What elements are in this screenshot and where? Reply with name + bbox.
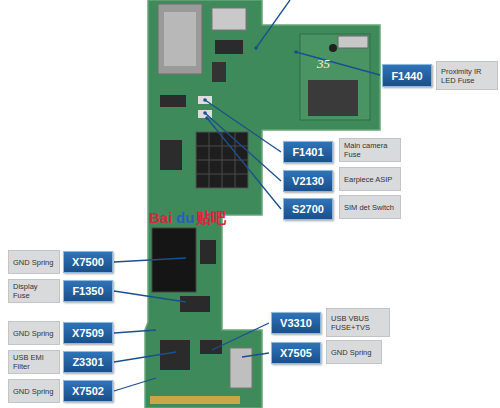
part-description: GND Spring: [13, 387, 55, 396]
component: [200, 240, 216, 264]
contact-strip: [150, 396, 240, 404]
callout-code: S2700: [288, 203, 328, 215]
leader-line: [114, 291, 186, 302]
usb-connector: [230, 348, 252, 388]
component: [212, 62, 226, 82]
part-description: Main camera Fuse: [344, 141, 396, 159]
watermark: du: [176, 209, 194, 226]
part-description: Display Fuse: [13, 282, 55, 300]
board-marking: 35: [317, 56, 330, 71]
callout-code: X7500: [68, 256, 108, 268]
description-box: GND Spring: [8, 379, 60, 403]
part-description: GND Spring: [331, 348, 377, 357]
sensor: [329, 44, 337, 52]
camera-module: [308, 80, 358, 116]
leader-line: [114, 378, 156, 391]
callout-code: Z3301: [68, 356, 108, 368]
callout-code: F1440: [387, 70, 427, 82]
part-description: Earpiece ASIP: [344, 175, 396, 184]
description-box: Display Fuse: [8, 279, 60, 303]
callout-code-box: X7505: [271, 342, 321, 364]
watermark-holder: du: [176, 209, 194, 227]
shield-grid: [196, 132, 248, 188]
point-marker: [203, 98, 207, 102]
callout-code: V3310: [276, 317, 316, 329]
leader-line: [205, 100, 281, 152]
callout-code: X7509: [68, 327, 108, 339]
description-box: GND Spring: [326, 340, 382, 364]
callout-code-box: V3310: [271, 312, 321, 334]
callout-code-box: F1401: [283, 141, 333, 163]
callout-code-box: F1350: [63, 280, 113, 302]
description-box: Proximity IR LED Fuse: [436, 61, 498, 90]
callout-code-box: X7502: [63, 380, 113, 402]
point-marker: [203, 111, 207, 115]
leader-line: [114, 258, 186, 262]
leader-line: [256, 0, 290, 48]
part-description: GND Spring: [13, 329, 55, 338]
camera-area: [300, 34, 370, 120]
sim-holder-slot: [164, 12, 196, 66]
part-description: SIM det Switch: [344, 203, 396, 212]
connector: [212, 8, 246, 30]
leader-line: [207, 118, 281, 209]
callout-code-box: X7500: [63, 251, 113, 273]
component: [180, 296, 210, 312]
component: [160, 140, 182, 170]
callout-code-box: S2700: [283, 198, 333, 220]
part-description: GND Spring: [13, 258, 55, 267]
leader-line: [296, 52, 380, 75]
leader-line: [242, 353, 269, 357]
watermark: 贴吧: [196, 209, 226, 227]
component: [160, 340, 190, 370]
callout-code-box: Z3301: [63, 351, 113, 373]
part-description: USB VBUS FUSE+TVS: [331, 314, 385, 332]
point-marker: [294, 50, 298, 54]
component: [215, 40, 243, 54]
callout-code: V2130: [288, 175, 328, 187]
description-box: USB VBUS FUSE+TVS: [326, 308, 390, 337]
part-description: USB EMI Filter: [13, 353, 55, 371]
watermark: Bai: [149, 209, 172, 226]
sim-holder: [158, 4, 202, 74]
description-box: GND Spring: [8, 321, 60, 345]
callout-code: X7502: [68, 385, 108, 397]
callout-code-box: F1440: [382, 64, 432, 87]
leader-line: [205, 113, 281, 181]
shield-chip: [196, 132, 248, 188]
description-box: Earpiece ASIP: [339, 167, 401, 191]
part-description: Proximity IR LED Fuse: [441, 67, 493, 85]
leader-line: [212, 323, 269, 350]
callout-code: F1350: [68, 285, 108, 297]
point-marker: [205, 116, 209, 120]
callout-code-box: V2130: [283, 170, 333, 192]
camera-connector: [338, 36, 368, 48]
callout-code: X7505: [276, 347, 316, 359]
description-box: GND Spring: [8, 250, 60, 274]
callout-code-box: X7509: [63, 322, 113, 344]
watermark-holder: 贴吧: [196, 209, 226, 228]
description-box: Main camera Fuse: [339, 138, 401, 162]
leader-line: [114, 330, 156, 333]
board-marking-holder: 35: [317, 54, 330, 72]
description-box: SIM det Switch: [339, 195, 401, 219]
description-box: USB EMI Filter: [8, 350, 60, 374]
component: [160, 95, 186, 107]
leader-line: [114, 352, 176, 362]
watermark-holder: Bai: [149, 209, 172, 227]
point-marker: [254, 46, 258, 50]
callout-code: F1401: [288, 146, 328, 158]
